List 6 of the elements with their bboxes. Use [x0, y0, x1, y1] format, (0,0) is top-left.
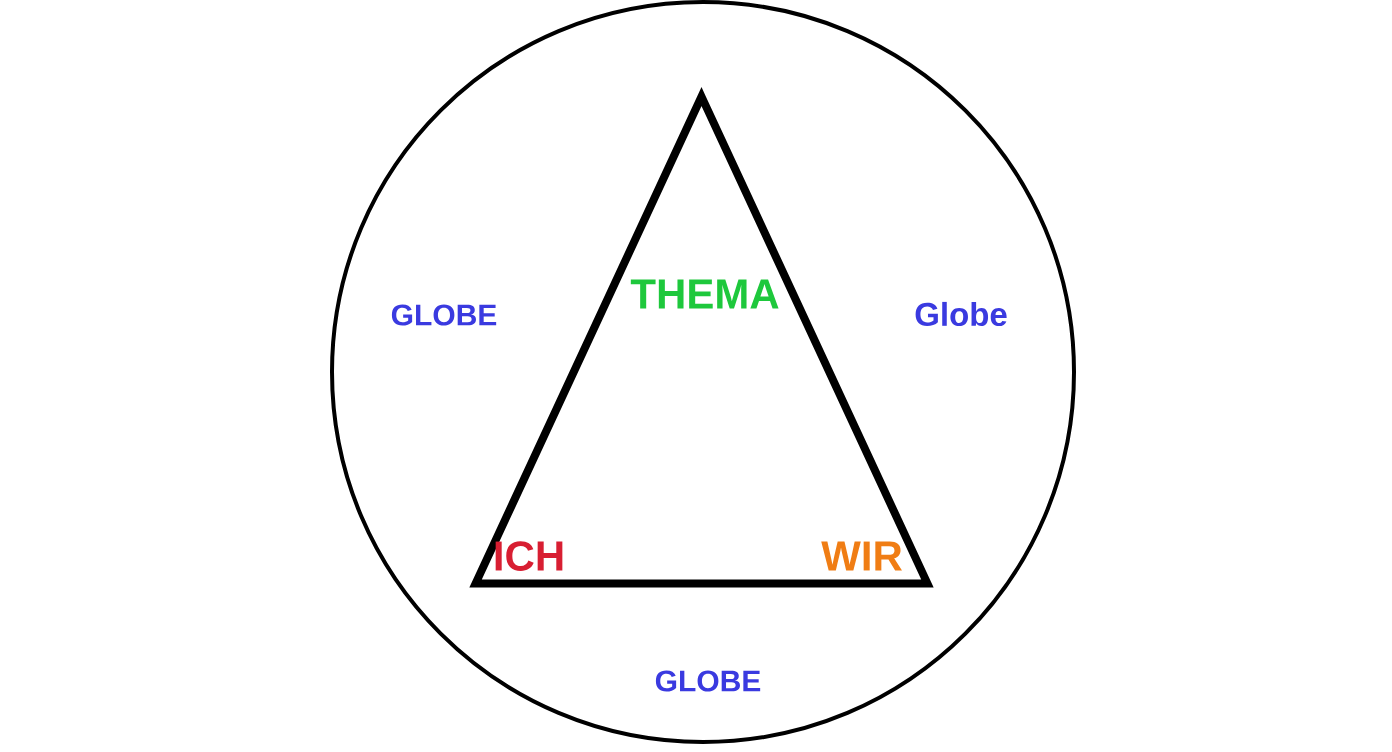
- vertex-label: ICH: [495, 541, 563, 571]
- vertex-label: THEMA: [630, 279, 779, 309]
- ring-label: Globe: [915, 301, 1007, 327]
- ring-label: GLOBE: [655, 670, 761, 692]
- ring-label: GLOBE: [391, 304, 497, 326]
- vertex-label: WIR: [821, 541, 902, 571]
